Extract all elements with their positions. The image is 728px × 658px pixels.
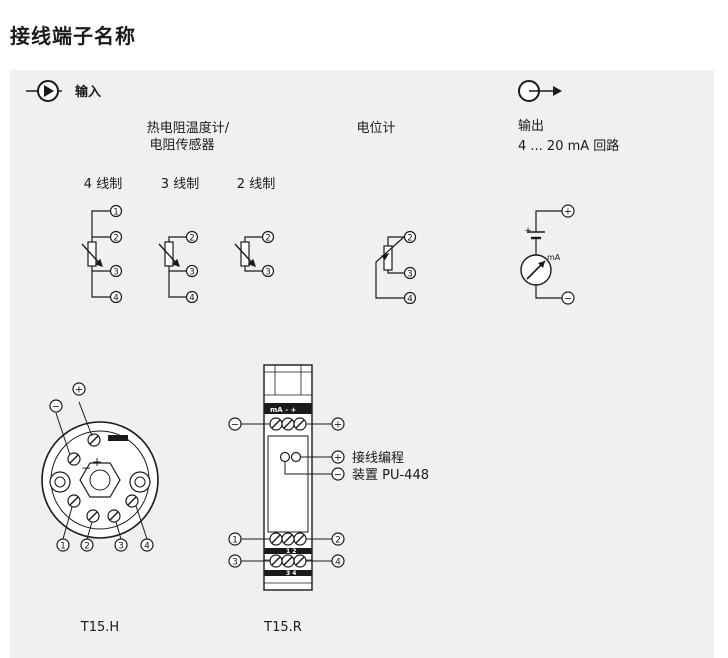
terminal-3-icon: 3 <box>228 554 242 568</box>
minus-terminal-icon: − <box>561 291 575 305</box>
terminal-4-icon: 4 <box>140 538 154 552</box>
svg-text:3: 3 <box>407 270 413 280</box>
page-title: 接线端子名称 <box>10 24 136 48</box>
svg-text:−: − <box>334 470 342 481</box>
svg-text:+: + <box>92 455 102 469</box>
terminal-3-icon: 3 <box>261 264 275 278</box>
rtd-3wire-schematic <box>158 236 187 298</box>
terminal-2-icon: 2 <box>185 230 199 244</box>
output-range: 4 ... 20 mA 回路 <box>518 138 619 154</box>
terminal-2-icon: 2 <box>331 532 345 546</box>
svg-text:2: 2 <box>335 536 341 546</box>
meter-needle-icon <box>538 261 545 268</box>
svg-text:1: 1 <box>232 536 238 546</box>
svg-text:4: 4 <box>335 558 341 568</box>
potentiometer-label: 电位计 <box>356 121 395 136</box>
svg-text:4: 4 <box>113 294 119 304</box>
terminal-2-icon: 2 <box>403 230 417 244</box>
svg-text:4: 4 <box>407 295 413 305</box>
svg-text:4: 4 <box>144 542 150 552</box>
svg-text:−: − <box>231 420 239 431</box>
wire4-label: 4 线制 <box>84 177 122 192</box>
battery-plus: + <box>524 226 532 236</box>
svg-text:mA - +: mA - + <box>270 406 296 414</box>
svg-text:−: − <box>81 461 91 475</box>
plus-terminal-icon: + <box>561 204 575 218</box>
minus-terminal-icon: − <box>228 417 242 431</box>
terminal-3-icon: 3 <box>403 266 417 280</box>
rtd-label-line2: 电阻传感器 <box>149 137 214 153</box>
svg-text:3 4: 3 4 <box>286 570 296 577</box>
svg-text:+: + <box>334 453 342 464</box>
svg-text:2: 2 <box>113 234 119 244</box>
device-t15r-label: T15.R <box>263 620 302 635</box>
minus-terminal-icon: − <box>49 399 63 413</box>
rtd-2wire-schematic <box>234 236 263 272</box>
svg-text:2: 2 <box>189 234 195 244</box>
terminal-1-icon: 1 <box>228 532 242 546</box>
svg-text:3: 3 <box>265 268 271 278</box>
svg-text:1: 1 <box>113 208 119 218</box>
output-icon <box>518 80 562 102</box>
terminal-4-icon: 4 <box>109 290 123 304</box>
t15h-head-transmitter: + − <box>41 401 159 540</box>
svg-text:3: 3 <box>118 542 124 552</box>
programming-label-line2: 装置 PU-448 <box>352 468 429 483</box>
svg-text:3: 3 <box>113 268 119 278</box>
diagram-panel <box>10 70 714 658</box>
terminal-2-icon: 2 <box>261 230 275 244</box>
plus-terminal-icon: + <box>72 382 86 396</box>
input-label: 输入 <box>75 84 101 100</box>
svg-text:+: + <box>75 385 83 396</box>
svg-text:2: 2 <box>407 234 413 244</box>
terminal-2-icon: 2 <box>109 230 123 244</box>
plus-terminal-icon: + <box>331 450 345 464</box>
svg-text:4: 4 <box>189 294 195 304</box>
terminal-1-icon: 1 <box>109 204 123 218</box>
minus-terminal-icon: − <box>331 467 345 481</box>
svg-text:3: 3 <box>189 268 195 278</box>
terminal-4-icon: 4 <box>185 290 199 304</box>
device-t15h-label: T15.H <box>80 620 119 635</box>
terminal-4-icon: 4 <box>331 554 345 568</box>
svg-text:+: + <box>564 207 572 218</box>
wire3-label: 3 线制 <box>161 177 199 192</box>
terminal-2-icon: 2 <box>80 538 94 552</box>
programming-label-line1: 接线编程 <box>352 450 404 466</box>
rtd-label-line1: 热电阻温度计/ <box>147 120 230 136</box>
svg-text:2: 2 <box>265 234 271 244</box>
svg-text:1: 1 <box>60 542 66 552</box>
terminal-3-icon: 3 <box>109 264 123 278</box>
wire2-label: 2 线制 <box>237 177 275 192</box>
svg-text:1 2: 1 2 <box>286 548 296 555</box>
terminal-3-icon: 3 <box>185 264 199 278</box>
svg-text:3: 3 <box>232 558 238 568</box>
terminal-3-icon: 3 <box>114 538 128 552</box>
svg-text:+: + <box>334 420 342 431</box>
svg-text:−: − <box>52 402 60 413</box>
svg-text:2: 2 <box>84 542 90 552</box>
t15r-rail-transmitter: mA - + 1 2 3 4 <box>241 364 332 591</box>
potentiometer-schematic <box>375 236 405 299</box>
rtd-4wire-schematic <box>81 210 111 298</box>
meter-unit-label: mA <box>547 253 561 262</box>
output-label: 输出 <box>518 118 544 134</box>
plus-terminal-icon: + <box>331 417 345 431</box>
terminal-1-icon: 1 <box>56 538 70 552</box>
terminal-4-icon: 4 <box>403 291 417 305</box>
input-icon <box>26 80 62 102</box>
svg-text:−: − <box>564 294 572 305</box>
